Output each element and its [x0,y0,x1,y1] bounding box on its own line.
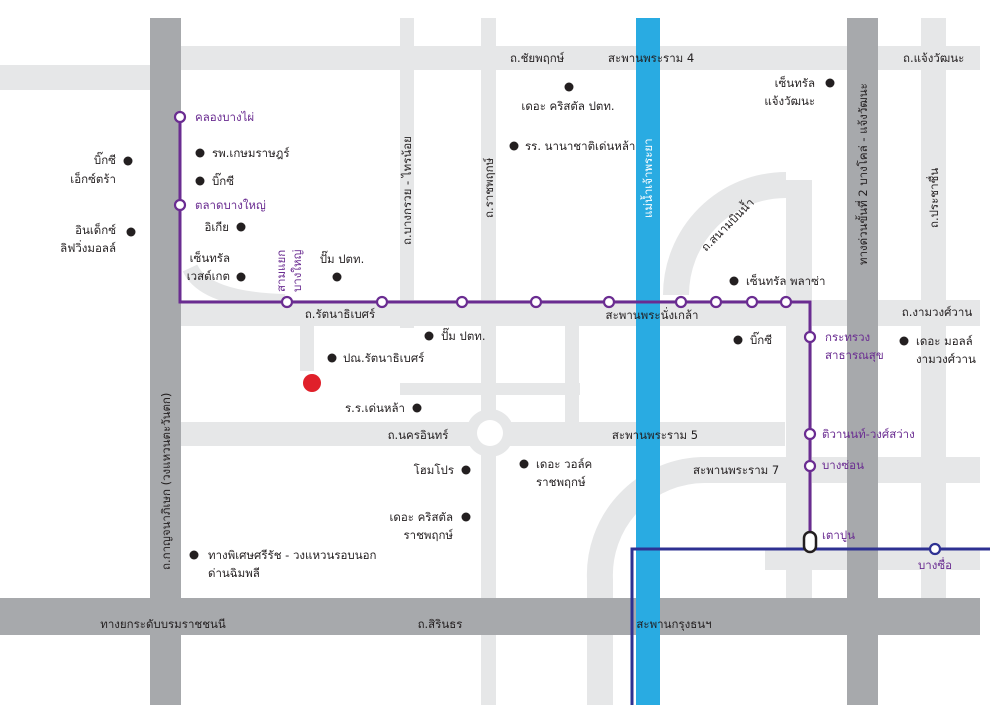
station-label: ตลาดบางใหญ่ [195,198,266,212]
road-labels: ถ.ชัยพฤกษ์ สะพานพระราม 4 ถ.แจ้งวัฒนะ ถ.บ… [100,51,972,631]
road-label: สะพานพระราม 5 [612,428,698,442]
road-label: ทางยกระดับบรมราชชนนี [100,617,226,631]
station-label: เตาปูน [822,528,855,542]
road-label: สะพานพระนั่งเกล้า [606,307,699,322]
location-marker[interactable] [303,374,321,392]
river-label: แม่น้ำเจ้าพระยา [640,138,655,218]
station-label: ติวานนท์-วงศ์สว่าง [822,427,915,441]
road-label: ถ.รัตนาธิเบศร์ [305,307,375,321]
place-label[interactable]: เดอะ มอลล์ [916,334,973,348]
river [636,18,660,705]
places: เดอะ คริสตัล ปตท. รร. นานาชาติเด่นหล้า เ… [60,75,976,580]
station[interactable] [779,295,793,309]
station[interactable] [745,295,759,309]
station-label: สามแยก [274,250,288,292]
place-label[interactable]: ลิฟวิ่งมอลล์ [60,240,116,255]
station-labels: คลองบางไผ่ ตลาดบางใหญ่ สามแยก บางใหญ่ กร… [195,110,952,572]
road-label: ถ.ประชาชื่น [926,168,941,228]
place-label[interactable]: เซ็นทรัล [190,250,230,265]
road-label: ถ.บางกรวย - ไทรน้อย [400,136,414,245]
road-label: ทางด่วนขั้นที่ 2 บางโคล่ - แจ้งวัฒนะ [855,83,870,265]
place-label[interactable]: อินเด็กซ์ [75,222,116,237]
road-label: ถ.ชัยพฤกษ์ [510,51,565,65]
place-label[interactable]: รพ.เกษมราษฎร์ [212,146,290,160]
station-label: คลองบางไผ่ [195,110,254,124]
station-label: บางใหญ่ [290,249,304,292]
place-label[interactable]: ทางพิเศษศรีรัช - วงแหวนรอบนอก [208,548,376,562]
road-label: ถ.แจ้งวัฒนะ [903,51,964,65]
place-label[interactable]: ด่านฉิมพลี [208,566,260,580]
station-talad-bang-yai[interactable] [173,198,187,212]
place-label[interactable]: ปั๊ม ปตท. [441,327,486,343]
place-label[interactable]: เวสต์เกต [187,269,230,283]
place-label[interactable]: บิ๊กซี [212,172,234,188]
place-label[interactable]: เซ็นทรัล พลาซ่า [746,273,825,288]
road-label: ถ.สิรินธร [418,617,463,631]
station-ministry[interactable] [803,330,817,344]
place-label[interactable]: รร. นานาชาติเด่นหล้า [525,139,635,153]
station-khlong-bang-phai[interactable] [173,110,187,124]
station[interactable] [529,295,543,309]
road-label: ถ.งามวงศ์วาน [902,305,973,319]
road-label: ถ.นครอินทร์ [388,428,449,442]
place-label[interactable]: ราชพฤกษ์ [403,528,453,542]
place-label[interactable]: ร.ร.เด่นหล้า [345,401,405,415]
place-label[interactable]: ปั๊ม ปตท. [320,250,365,266]
road-label: สะพานกรุงธนฯ [636,617,711,631]
station[interactable] [709,295,723,309]
place-label[interactable]: แจ้งวัฒนะ [764,94,815,108]
place-label[interactable]: ปณ.รัตนาธิเบศร์ [343,351,424,365]
station-label: สาธารณสุข [825,348,884,362]
place-label[interactable]: เดอะ วอล์ค [536,457,592,471]
station-label: บางซ่อน [822,458,864,472]
station-sam-yaek-bang-yai[interactable] [280,295,294,309]
place-label[interactable]: เดอะ คริสตัล ปตท. [521,99,614,113]
road-label: ถ.กาญจนาภิเษก (วงแหวนตะวันตก) [159,393,173,570]
purple-line [173,110,990,705]
roads [0,18,980,705]
place-label[interactable]: บิ๊กซี [94,151,116,167]
blue-line [630,547,990,705]
station[interactable] [375,295,389,309]
station-bang-sue[interactable] [928,542,942,556]
station-bang-son[interactable] [803,459,817,473]
place-label[interactable]: อิเกีย [204,220,229,234]
place-label[interactable]: โฮมโปร [414,463,454,477]
road-label: สะพานพระราม 7 [693,463,779,477]
road-label: ถ.ราชพฤกษ์ [482,157,496,218]
station[interactable] [455,295,469,309]
place-label[interactable]: เอ็กซ์ตร้า [70,171,116,186]
place-label[interactable]: ราชพฤกษ์ [536,475,586,489]
place-label[interactable]: เดอะ คริสตัล [389,510,453,524]
station[interactable] [674,295,688,309]
station-tao-poon-interchange[interactable] [802,530,818,554]
station-tiwanon[interactable] [803,427,817,441]
place-label[interactable]: เซ็นทรัล [775,75,815,90]
station-label: กระทรวง [825,330,870,344]
road-label: สะพานพระราม 4 [608,51,694,65]
station-label: บางซื่อ [918,557,952,572]
place-label[interactable]: งามวงศ์วาน [916,352,976,366]
station[interactable] [602,295,616,309]
place-label[interactable]: บิ๊กซี [750,331,772,347]
